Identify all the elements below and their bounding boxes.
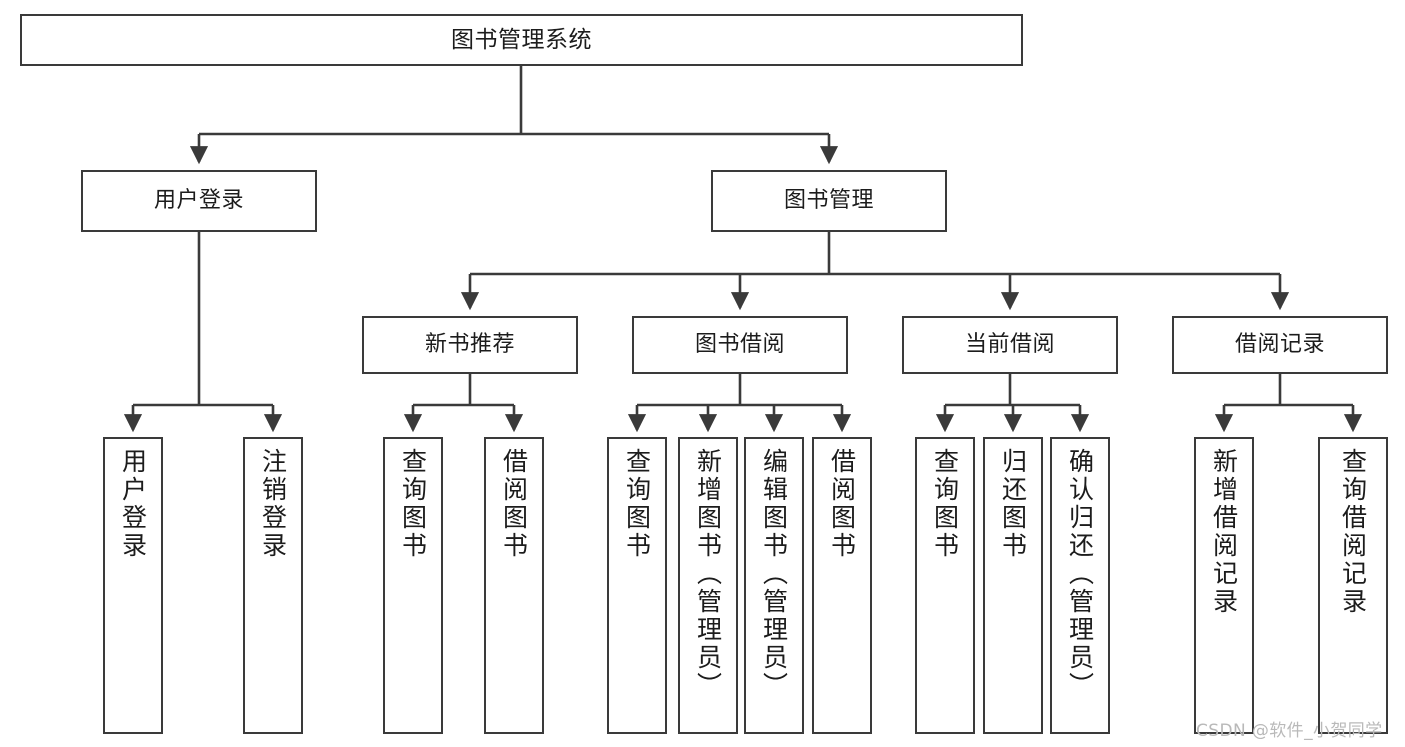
node-user-login[interactable]: 用户登录: [81, 170, 317, 232]
node-leaf-confirm-return-admin[interactable]: 确认归还（管理员）: [1050, 437, 1110, 734]
node-leaf-query-borrow-record[interactable]: 查询借阅记录: [1318, 437, 1388, 734]
node-leaf-borrow-book-1[interactable]: 借阅图书: [484, 437, 544, 734]
node-label: 查询图书: [622, 448, 652, 560]
node-leaf-borrow-book-2[interactable]: 借阅图书: [812, 437, 872, 734]
node-label: 借阅图书: [827, 448, 857, 560]
node-label: 图书管理系统: [451, 26, 592, 53]
node-new-book-recommendation[interactable]: 新书推荐: [362, 316, 578, 374]
csdn-watermark: CSDN @软件_小贺同学: [1196, 721, 1383, 741]
node-label: 编辑图书（管理员）: [759, 448, 789, 700]
node-label: 用户登录: [153, 188, 244, 214]
node-book-borrow[interactable]: 图书借阅: [632, 316, 848, 374]
node-label: 借阅图书: [499, 448, 529, 560]
node-book-management-system[interactable]: 图书管理系统: [20, 14, 1023, 66]
node-label: 确认归还（管理员）: [1065, 448, 1095, 700]
node-leaf-add-book-admin[interactable]: 新增图书（管理员）: [678, 437, 738, 734]
node-borrow-record[interactable]: 借阅记录: [1172, 316, 1388, 374]
node-leaf-edit-book-admin[interactable]: 编辑图书（管理员）: [744, 437, 804, 734]
node-leaf-user-login[interactable]: 用户登录: [103, 437, 163, 734]
node-label: 新增图书（管理员）: [693, 448, 723, 700]
node-leaf-query-book-1[interactable]: 查询图书: [383, 437, 443, 734]
node-label: 图书管理: [783, 188, 874, 214]
node-label: 用户登录: [118, 448, 148, 560]
node-leaf-query-book-3[interactable]: 查询图书: [915, 437, 975, 734]
node-label: 查询借阅记录: [1338, 448, 1368, 616]
node-label: 查询图书: [398, 448, 428, 560]
node-label: 归还图书: [998, 448, 1028, 560]
node-label: 借阅记录: [1234, 332, 1325, 358]
node-current-borrow[interactable]: 当前借阅: [902, 316, 1118, 374]
node-label: 新书推荐: [424, 332, 515, 358]
node-label: 当前借阅: [964, 332, 1055, 358]
node-book-management[interactable]: 图书管理: [711, 170, 947, 232]
node-label: 查询图书: [930, 448, 960, 560]
node-leaf-user-logout[interactable]: 注销登录: [243, 437, 303, 734]
node-label: 新增借阅记录: [1209, 448, 1239, 616]
node-label: 图书借阅: [694, 332, 785, 358]
node-leaf-add-borrow-record[interactable]: 新增借阅记录: [1194, 437, 1254, 734]
node-label: 注销登录: [258, 448, 288, 560]
node-leaf-query-book-2[interactable]: 查询图书: [607, 437, 667, 734]
node-leaf-return-book[interactable]: 归还图书: [983, 437, 1043, 734]
